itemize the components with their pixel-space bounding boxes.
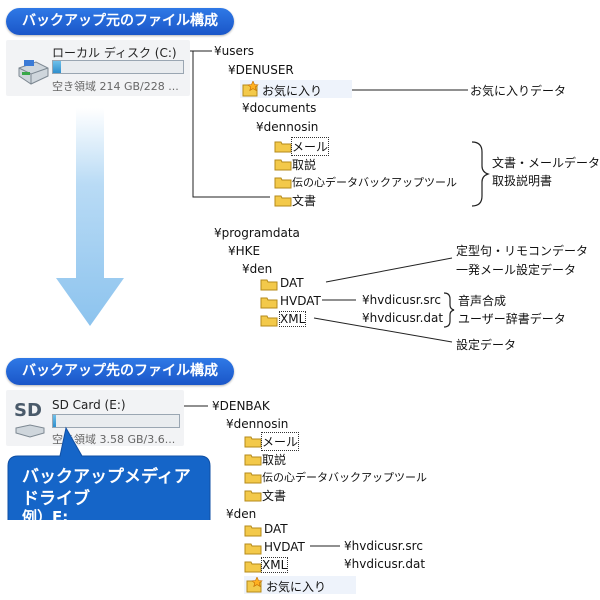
source-drive-usage-fill bbox=[53, 61, 61, 73]
folder-icon bbox=[260, 314, 278, 327]
source-structure-header: バックアップ元のファイル構成 bbox=[6, 8, 234, 35]
folder-icon bbox=[274, 158, 292, 171]
tree-programdata: ¥programdata bbox=[214, 226, 300, 240]
folder-xml[interactable]: XML bbox=[278, 311, 307, 327]
tree-dest-dennosin: ¥dennosin bbox=[226, 417, 289, 431]
tree-documents: ¥documents bbox=[242, 101, 317, 115]
favorites-row[interactable]: お気に入り bbox=[240, 80, 352, 98]
dest-dat-file: ¥hvdicusr.dat bbox=[344, 557, 426, 571]
favorites-star-folder-icon bbox=[242, 81, 259, 97]
favorites-star-folder-icon bbox=[246, 577, 263, 593]
folder-icon bbox=[244, 435, 262, 448]
dest-drive-free-space: 空き領域 3.58 GB/3.6... bbox=[52, 433, 176, 446]
dest-folder-mail[interactable]: メール bbox=[260, 432, 300, 451]
folder-hvdat[interactable]: HVDAT bbox=[280, 294, 321, 308]
folder-icon bbox=[260, 278, 278, 291]
source-drive-usage-bar bbox=[52, 60, 184, 74]
tree-den: ¥den bbox=[242, 262, 273, 276]
dest-drive-panel[interactable]: SD SD Card (E:) 空き領域 3.58 GB/3.6... bbox=[6, 390, 184, 446]
dest-folder-hvdat[interactable]: HVDAT bbox=[264, 540, 305, 554]
voice-synthesis-label: 音声合成 bbox=[458, 294, 507, 308]
user-dictionary-label: ユーザー辞書データ bbox=[458, 312, 566, 326]
sd-card-icon: SD bbox=[14, 400, 42, 421]
dest-folder-xml[interactable]: XML bbox=[260, 557, 289, 573]
folder-icon bbox=[260, 296, 278, 309]
dest-folder-bunsho[interactable]: 文書 bbox=[262, 489, 287, 503]
folder-icon bbox=[244, 560, 262, 573]
folder-icon bbox=[244, 453, 262, 466]
drive-base-icon bbox=[15, 424, 45, 438]
folder-icon bbox=[274, 176, 292, 189]
dest-folder-backup-tool[interactable]: 伝の心データバックアップツール bbox=[262, 471, 427, 484]
dest-drive-usage-fill bbox=[53, 415, 56, 427]
tree-hke: ¥HKE bbox=[228, 244, 261, 258]
callout-line2: ドライブ bbox=[22, 489, 90, 509]
callout-bubble bbox=[7, 426, 211, 520]
src-file: ¥hvdicusr.src bbox=[362, 293, 441, 307]
folder-icon bbox=[274, 140, 292, 153]
folder-icon bbox=[244, 542, 262, 555]
tree-denbak: ¥DENBAK bbox=[212, 399, 270, 413]
dest-drive-name: SD Card (E:) bbox=[52, 398, 126, 412]
hard-disk-icon bbox=[18, 60, 49, 85]
dest-drive-usage-bar bbox=[52, 414, 180, 428]
source-drive-panel[interactable]: ローカル ディスク (C:) 空き領域 214 GB/228 ... bbox=[6, 40, 190, 96]
phrases-remote-data-label: 定型句・リモコンデータ bbox=[456, 244, 589, 258]
folder-icon bbox=[274, 194, 292, 207]
favorites-data-label: お気に入りデータ bbox=[470, 84, 567, 98]
dest-src-file: ¥hvdicusr.src bbox=[344, 539, 423, 553]
folder-icon bbox=[244, 524, 262, 537]
folder-backup-tool[interactable]: 伝の心データバックアップツール bbox=[292, 176, 457, 189]
source-drive-free-space: 空き領域 214 GB/228 ... bbox=[52, 80, 179, 93]
folder-icon bbox=[244, 471, 262, 484]
tree-dest-den: ¥den bbox=[226, 507, 257, 521]
folder-dat[interactable]: DAT bbox=[280, 276, 304, 290]
tree-users: ¥users bbox=[214, 44, 255, 58]
tree-dennosin: ¥dennosin bbox=[256, 120, 319, 134]
down-arrow-icon bbox=[56, 108, 124, 326]
folder-mail[interactable]: メール bbox=[290, 137, 330, 156]
folder-icon bbox=[244, 489, 262, 502]
dest-folder-dat[interactable]: DAT bbox=[264, 522, 288, 536]
favorites-label: お気に入り bbox=[262, 84, 323, 98]
dest-structure-header: バックアップ先のファイル構成 bbox=[6, 358, 234, 385]
dest-folder-torisetsu[interactable]: 取説 bbox=[262, 453, 287, 467]
callout-line3: 例）E: bbox=[22, 508, 69, 526]
source-drive-name: ローカル ディスク (C:) bbox=[52, 46, 177, 60]
folder-bunsho[interactable]: 文書 bbox=[292, 194, 317, 208]
tree-denuser: ¥DENUSER bbox=[228, 63, 294, 77]
manual-label: 取扱説明書 bbox=[492, 174, 553, 188]
dest-favorites-label: お気に入り bbox=[266, 580, 327, 594]
folder-torisetsu[interactable]: 取説 bbox=[292, 158, 317, 172]
callout-line1: バックアップメディア bbox=[22, 467, 191, 487]
docs-mail-data-label: 文書・メールデータ bbox=[492, 156, 600, 170]
quick-mail-settings-label: 一発メール設定データ bbox=[456, 263, 577, 277]
dat-file: ¥hvdicusr.dat bbox=[362, 311, 444, 325]
dest-favorites-row[interactable]: お気に入り bbox=[244, 576, 356, 594]
settings-data-label: 設定データ bbox=[456, 338, 517, 352]
